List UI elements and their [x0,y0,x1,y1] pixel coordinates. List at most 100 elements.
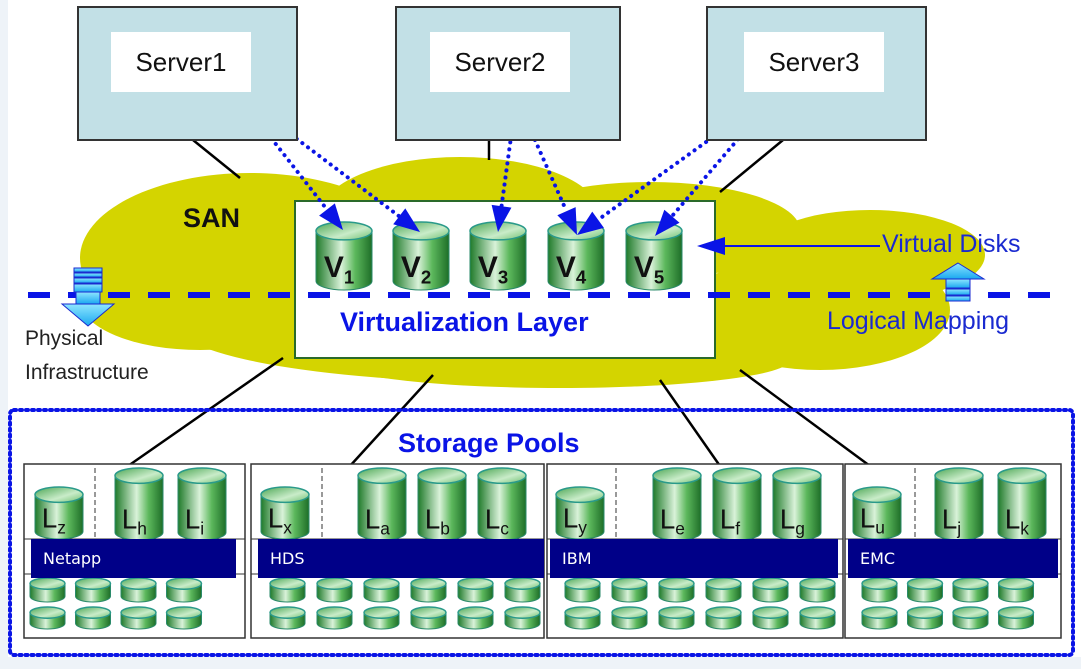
physical-disk [165,606,203,630]
virtual-disks-pointer-arrowhead [697,237,725,255]
disk-label: Lz [42,502,66,537]
disk-label: V1 [324,251,354,288]
server2-label: Server2 [430,32,570,92]
bottom-margin-strip [0,657,1081,669]
physical-disk [504,577,541,603]
physical-disk [705,577,742,603]
lun-z: Lz [34,486,84,540]
connector-layer-hds [349,374,434,467]
physical-disk [74,606,112,630]
physical-disk [410,577,447,603]
physical-disk [564,606,601,630]
disk-label: Lk [1005,503,1030,538]
san-label: SAN [183,203,241,233]
physical-disk [752,606,789,630]
mapping-arrowhead [319,203,343,230]
physical-disk [29,606,66,630]
physical-disk [29,577,66,603]
logical-up-arrow-icon [930,262,986,302]
storage-pools-border [8,408,1075,657]
connector-server3-san [719,139,784,193]
physical-disk [363,577,400,603]
physical-disk [564,577,601,603]
lun-b: Lb [417,467,467,541]
physical-disk [410,606,447,630]
vendor-bar-ibm: IBM [550,539,838,578]
physical-disk [997,606,1035,630]
virtual-disk-V3: V3 [469,221,527,291]
mapping-arrowhead [393,208,420,232]
connectors [127,139,871,468]
physical-disk [457,606,494,630]
infrastructure-label: Infrastructure [25,361,149,384]
physical-label: Physical [25,327,104,350]
lun-i: Li [177,467,227,541]
lun-x: Lx [260,486,310,540]
physical-disk [752,577,789,603]
mapping-server1-v1 [230,86,329,212]
disk-label: Ly [563,502,588,537]
physical-disk [658,606,695,630]
vendor-bar-netapp: Netapp [31,539,236,578]
disk-label: Lg [780,503,805,538]
lun-c: Lc [477,467,527,541]
virtual-disk-V5: V5 [625,221,683,291]
physical-disk [269,606,306,630]
physical-disk [861,577,898,603]
physical-disk [120,606,157,630]
vendor-name: HDS [270,549,305,568]
physical-disk [611,606,648,630]
physical-disk [611,577,648,603]
disk-label: V5 [634,251,664,288]
lun-a: La [357,467,407,541]
disk-label: Lb [425,503,450,538]
server2-box: Server2 [395,6,621,141]
logical-mapping-label: Logical Mapping [827,307,1010,335]
physical-disk [269,577,306,603]
server3-box: Server3 [706,6,927,141]
virtual-disks-group: V1 V2 V3 V4 V5 [315,221,683,291]
server1-box: Server1 [77,6,298,141]
mapping-arrowhead [577,211,604,235]
disk-label: Lf [720,503,741,538]
disk-label: La [365,503,391,538]
connector-layer-ibm [658,379,722,467]
disk-label: Lu [860,502,885,537]
physical-disk [906,577,944,603]
lun-k: Lk [997,467,1047,541]
vendor-bar-emc: EMC [848,539,1058,578]
vendor-name: EMC [860,549,896,568]
connector-server1-san [192,139,241,179]
connector-layer-emc [739,368,871,468]
virtual-disk-V4: V4 [547,221,605,291]
virtual-disk-V2: V2 [392,221,450,291]
physical-disk [316,606,353,630]
physical-down-arrow-icon [60,267,116,327]
disk-label: Lc [485,503,510,538]
physical-disk [504,606,541,630]
virtualization-layer-label: Virtualization Layer [340,307,589,337]
mapping-server1-v2 [238,94,402,219]
mapping-arrowhead [557,207,577,235]
server1-label: Server1 [111,32,251,92]
mapping-arrowhead [491,204,512,232]
virtual-disks-label: Virtual Disks [882,230,1021,258]
server3-label: Server3 [744,32,884,92]
vendor-bar-hds: HDS [258,539,544,578]
disk-label: Lh [122,503,147,538]
physical-disk [457,577,494,603]
disk-label: Li [185,503,204,538]
physical-disk [120,577,157,603]
vendor-name: IBM [562,549,592,568]
mapping-arrowhead [655,209,680,236]
physical-disk [74,577,112,603]
physical-disk [906,606,944,630]
lun-h: Lh [114,467,164,541]
physical-disk [952,577,989,603]
lun-u: Lu [852,486,902,540]
disk-label: Lx [268,502,293,537]
disk-label: V2 [401,251,431,288]
lun-g: Lg [772,467,822,541]
